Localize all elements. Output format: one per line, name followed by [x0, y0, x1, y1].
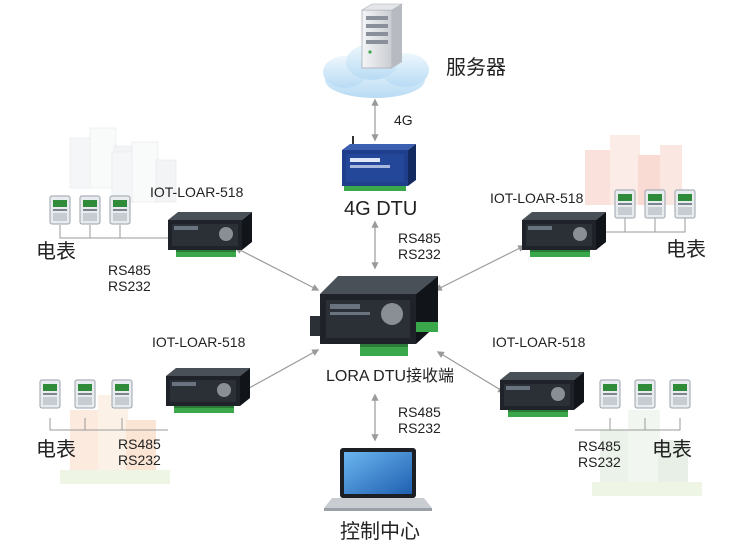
meter-br-label: 电表 [652, 437, 692, 461]
lora-device-icon [166, 368, 250, 413]
meter-bl-label: 电表 [36, 437, 76, 461]
arrow-receiver-lora-tr [434, 245, 526, 291]
meter-wiring [49, 218, 686, 431]
meter-icon [599, 379, 691, 409]
meter-icon [39, 379, 133, 409]
arrow-receiver-lora-br [436, 351, 506, 393]
receiver-label: LORA DTU接收端 [326, 368, 455, 385]
lora-tl-label: IOT-LOAR-518 [150, 184, 244, 200]
meter-tl-label: 电表 [36, 239, 76, 263]
server-icon [360, 3, 404, 69]
link-label-server-4g: 4G [394, 112, 413, 128]
lora-receiver-icon [310, 276, 438, 356]
lora-br-label: IOT-LOAR-518 [492, 334, 586, 350]
dtu-4g-label: 4G DTU [344, 198, 418, 220]
lora-device-icon [500, 372, 584, 417]
link-label-meter-br: RS485 RS232 [578, 438, 621, 470]
meter-icon [614, 189, 696, 219]
link-label-meter-tl: RS485 RS232 [108, 262, 151, 294]
server-label: 服务器 [446, 55, 506, 79]
laptop-icon [324, 448, 432, 511]
control-center-label: 控制中心 [340, 519, 420, 543]
building-icon [60, 395, 170, 484]
lora-tr-label: IOT-LOAR-518 [490, 190, 584, 206]
building-icon [585, 135, 682, 205]
arrow-receiver-lora-bl [240, 349, 320, 393]
dtu-4g-icon [342, 136, 416, 191]
lora-device-icon [522, 212, 606, 257]
meter-tr-label: 电表 [666, 237, 706, 261]
arrow-receiver-lora-tl [234, 247, 320, 291]
link-label-receiver-control: RS485 RS232 [398, 404, 441, 436]
lora-bl-label: IOT-LOAR-518 [152, 334, 246, 350]
meter-icon [49, 195, 131, 225]
link-arrows [234, 98, 526, 442]
building-icon [592, 410, 702, 496]
link-label-dtu-receiver: RS485 RS232 [398, 230, 441, 262]
link-label-meter-bl: RS485 RS232 [118, 436, 161, 468]
